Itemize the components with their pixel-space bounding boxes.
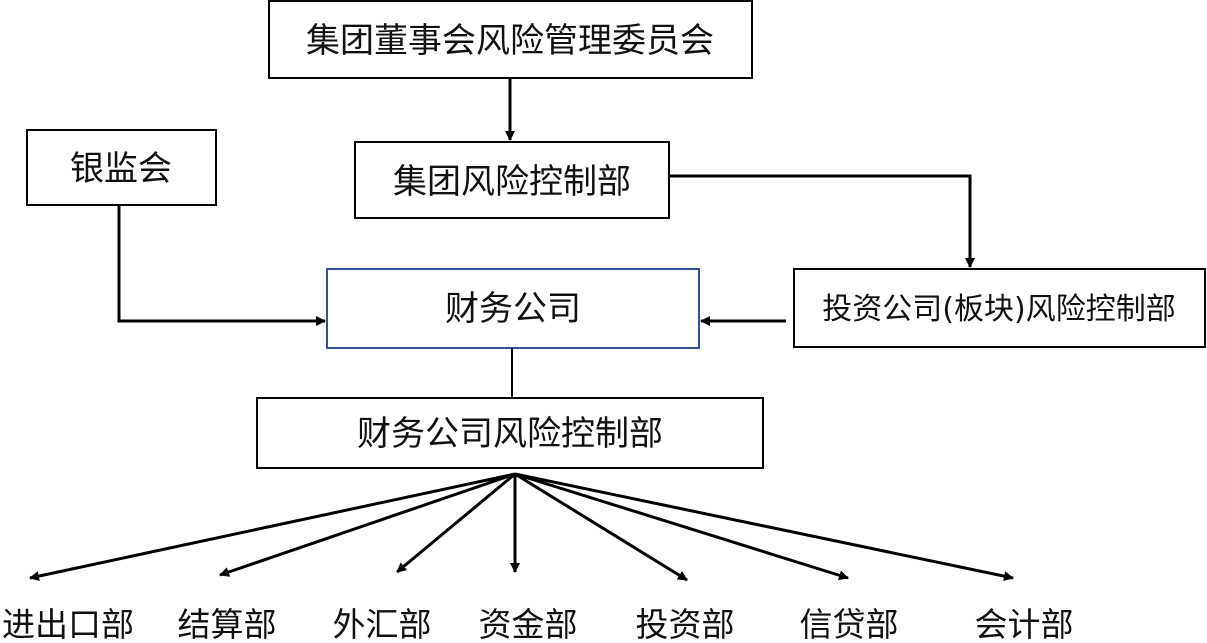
finance-company-box — [326, 268, 700, 349]
sector-risk-dept-label: 投资公司(板块)风险控制部 — [822, 292, 1175, 327]
fc-risk-dept-label: 财务公司风险控制部 — [357, 414, 663, 454]
board-committee-label: 集团董事会风险管理委员会 — [306, 21, 714, 61]
group-risk-dept-box — [354, 141, 670, 219]
arrow-to-dept-6 — [514, 472, 849, 581]
dept-label: 外汇部 — [333, 605, 432, 643]
dept-label: 投资部 — [636, 605, 735, 643]
fc-risk-dept-box — [256, 397, 764, 469]
arrow-to-dept-7 — [514, 472, 1014, 582]
dept-label: 进出口部 — [2, 605, 134, 643]
group-risk-dept-label: 集团风险控制部 — [393, 162, 631, 202]
arrow-to-dept-2 — [219, 472, 516, 577]
board-committee-box — [268, 0, 753, 79]
regulator-label: 银监会 — [70, 149, 172, 189]
arrow-regulator-to-finance — [117, 205, 326, 326]
dept-label: 资金部 — [479, 605, 578, 643]
finance-company-label: 财务公司 — [445, 289, 581, 329]
arrow-to-dept-3 — [396, 472, 516, 574]
arrow-to-dept-1 — [29, 472, 516, 582]
dept-label: 结算部 — [178, 605, 277, 643]
arrow-group-to-sector — [669, 174, 975, 268]
sector-risk-dept-box — [793, 268, 1206, 348]
dept-label: 会计部 — [975, 605, 1074, 643]
arrow-to-dept-5 — [514, 472, 688, 582]
regulator-box — [26, 129, 217, 206]
dept-label: 信贷部 — [800, 605, 899, 643]
